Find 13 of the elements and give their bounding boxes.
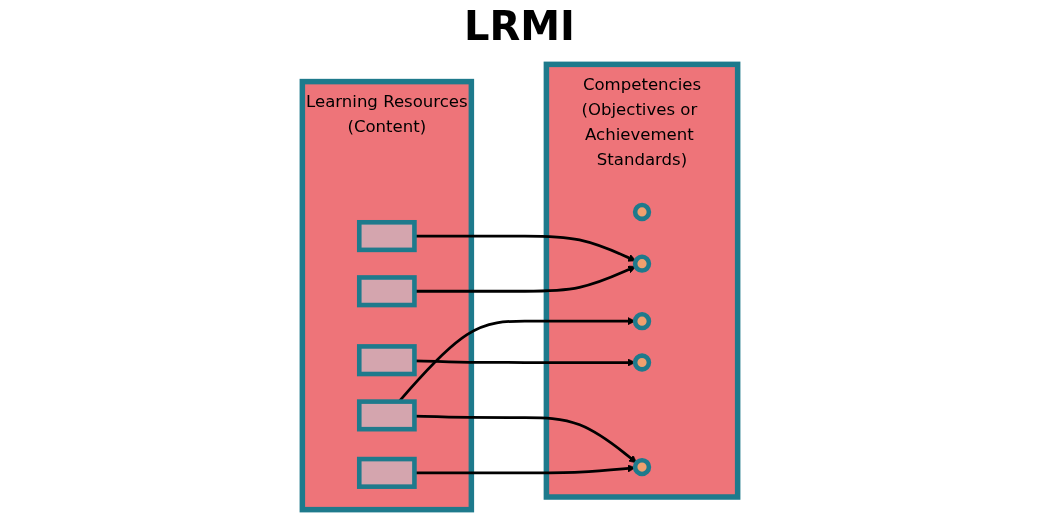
node-circle [632,253,651,273]
cluster: Competencies (Objectives or Achievement Standards) [543,61,740,500]
node-box [356,398,417,431]
node-box [356,456,417,489]
node-box [356,274,417,307]
diagram-label: LRMI [464,3,575,49]
node-circle [632,352,651,372]
node-box [356,219,417,252]
node-box [356,343,417,376]
cluster: Learning Resources (Content) [299,78,474,512]
node-circle [632,202,651,221]
node-circle [632,457,651,476]
node-circle [632,311,651,330]
